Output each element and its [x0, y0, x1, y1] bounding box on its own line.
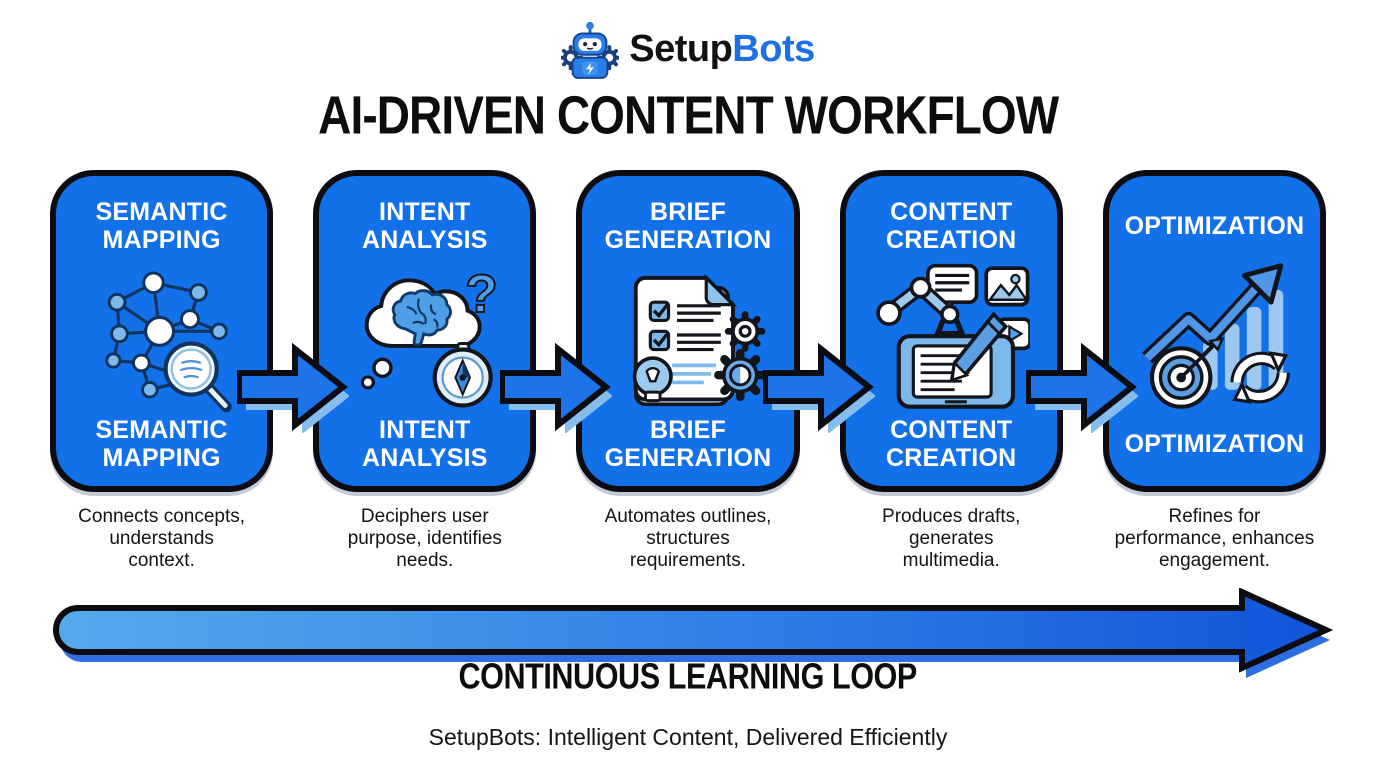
workflow-stages: SEMANTIC MAPPING — [0, 170, 1376, 572]
robot-arm-icon — [876, 276, 965, 337]
stage-card-content-creation: CONTENT CREATION — [839, 170, 1063, 492]
loop-label: CONTINUOUS LEARNING LOOP — [458, 657, 918, 697]
lightning-bolt-icon — [586, 62, 595, 76]
stage-card-intent-analysis: INTENT ANALYSIS ? — [313, 170, 537, 492]
stage-description-optimization: Refines for performance, enhances engage… — [1114, 506, 1315, 572]
robot-gears-icon — [558, 19, 623, 79]
stage-label-top: CONTENT CREATION — [886, 198, 1017, 254]
stage-descriptions: Connects concepts, understands context. … — [50, 506, 1326, 572]
gear-large-icon — [714, 348, 767, 402]
footer-tagline: SetupBots: Intelligent Content, Delivere… — [428, 724, 948, 750]
robot-arm-tablet-media-icon — [852, 256, 1051, 414]
learning-loop-arrow-icon — [46, 587, 1342, 692]
stage-label-top: OPTIMIZATION — [1124, 212, 1305, 240]
stage-label-top: INTENT ANALYSIS — [361, 198, 488, 254]
stage-label-bottom: BRIEF GENERATION — [604, 416, 772, 472]
stage-label-top: SEMANTIC MAPPING — [95, 198, 228, 254]
gear-small-icon — [724, 310, 766, 352]
stage-description-brief-generation: Automates outlines, structures requireme… — [604, 506, 772, 572]
page-title: AI-DRIVEN CONTENT WORKFLOW — [317, 84, 1059, 146]
stage-description-intent-analysis: Deciphers user purpose, identifies needs… — [347, 506, 502, 572]
flow-arrow-icon — [1025, 341, 1139, 434]
brain-thought-compass-icon: ? — [325, 256, 524, 414]
thought-dot-icon — [372, 357, 393, 379]
refresh-icon — [1230, 351, 1291, 404]
flow-arrow-icon — [499, 341, 613, 434]
flow-arrow-icon — [762, 341, 876, 434]
stage-label-bottom: SEMANTIC MAPPING — [95, 416, 228, 472]
semantic-network-magnifier-icon — [62, 256, 261, 414]
stage-row: SEMANTIC MAPPING — [50, 170, 1327, 492]
thought-dot-icon — [360, 375, 375, 390]
stage-label-bottom: CONTENT CREATION — [886, 416, 1017, 472]
target-icon — [1150, 336, 1225, 409]
stage-description-content-creation: Produces drafts, generates multimedia. — [882, 506, 1021, 572]
stage-label-bottom: OPTIMIZATION — [1124, 430, 1305, 458]
stage-label-bottom: INTENT ANALYSIS — [361, 416, 488, 472]
magnifier-icon — [163, 341, 232, 413]
document-checklist-gears-icon — [588, 256, 787, 414]
checkbox-icon — [648, 329, 671, 352]
stage-description-semantic-mapping: Connects concepts, understands context. — [78, 506, 246, 572]
pen-icon — [950, 311, 1009, 382]
brand-name-first: Setup — [629, 27, 733, 70]
flow-arrow-icon — [236, 341, 350, 434]
brain-icon — [391, 289, 452, 347]
stage-card-optimization: OPTIMIZATION — [1102, 170, 1327, 492]
image-icon — [984, 266, 1030, 307]
checkbox-icon — [648, 300, 671, 322]
brand-name-second: Bots — [732, 27, 815, 70]
question-mark-glyph: ? — [465, 265, 498, 324]
stage-card-semantic-mapping: SEMANTIC MAPPING — [50, 170, 274, 492]
compass-icon — [432, 342, 493, 408]
stage-label-top: BRIEF GENERATION — [604, 198, 772, 254]
growth-arrow-icon — [1142, 263, 1284, 364]
stage-card-brief-generation: BRIEF GENERATION — [576, 170, 800, 492]
lightbulb-icon — [632, 356, 673, 403]
growth-chart-target-refresh-icon — [1115, 256, 1314, 414]
